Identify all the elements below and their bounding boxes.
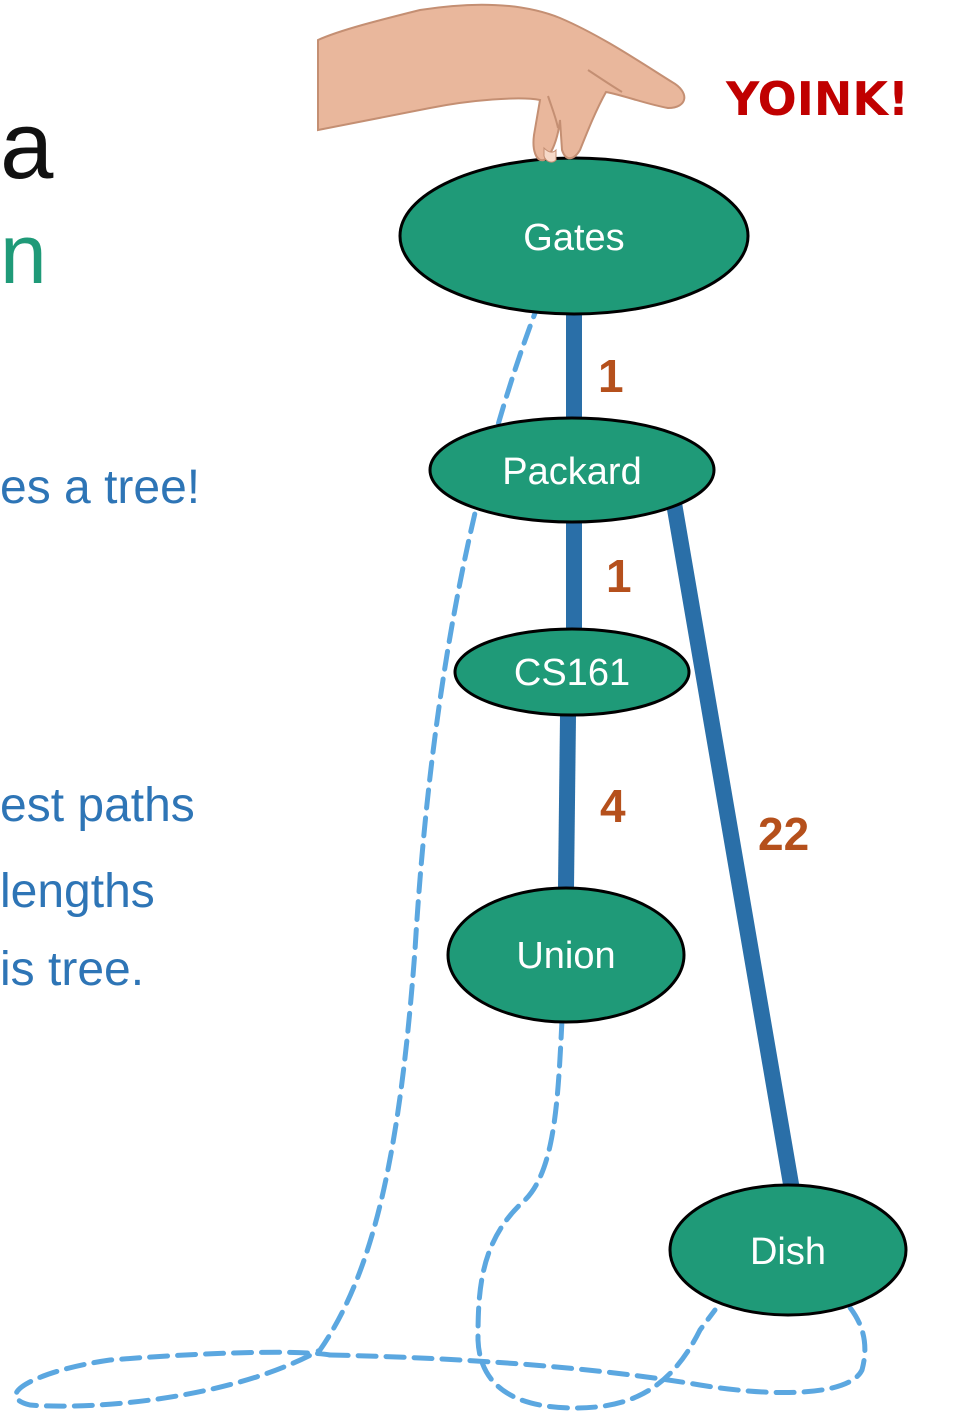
node-label-cs161: CS161 <box>514 652 630 694</box>
slide-text-line-3: es a tree! <box>0 461 201 514</box>
node-label-gates: Gates <box>523 217 624 259</box>
edge-weight-packard-dish: 22 <box>758 808 809 860</box>
dashed-edge-gates <box>13 297 543 1409</box>
dashed-edge-dish-base <box>327 1302 868 1396</box>
node-packard <box>428 416 716 524</box>
edge-packard-dish <box>662 478 800 1192</box>
slide-text-line-2: n <box>0 207 47 301</box>
yoink-label: YOINK! <box>725 72 909 126</box>
node-cs161 <box>453 627 691 717</box>
node-label-packard: Packard <box>502 451 641 493</box>
edge-weight-packard-cs161: 1 <box>606 550 632 602</box>
nodes <box>398 156 908 1317</box>
dashed-edges <box>13 297 868 1411</box>
node-union <box>446 886 686 1024</box>
hand-pinching-icon <box>317 3 686 163</box>
slide-text-line-4: est paths <box>0 779 195 832</box>
slide-text-line-6: is tree. <box>0 943 145 996</box>
slide-text-line-1: a <box>0 92 54 199</box>
edge-weight-gates-packard: 1 <box>598 350 624 402</box>
edge-weight-cs161-union: 4 <box>600 780 626 832</box>
edge-cs161-union <box>558 715 576 889</box>
node-dish <box>668 1183 908 1317</box>
node-label-union: Union <box>516 935 615 977</box>
node-label-dish: Dish <box>750 1231 826 1273</box>
dashed-edge-union <box>475 1017 718 1411</box>
slide-text-line-5: lengths <box>0 865 155 918</box>
tree-edges <box>558 312 800 1192</box>
